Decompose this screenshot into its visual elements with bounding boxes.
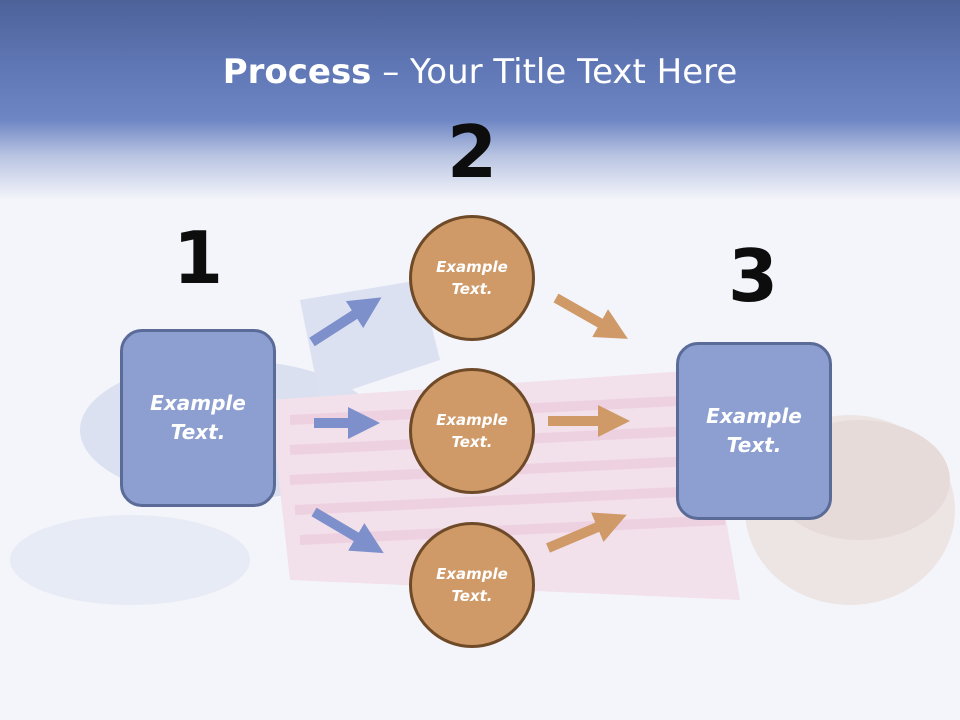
step-number-1: 1 xyxy=(172,216,224,300)
title-rest: – Your Title Text Here xyxy=(371,52,738,92)
step-number-2: 2 xyxy=(446,110,498,194)
circle-middle-text: Example Text. xyxy=(436,410,508,452)
arrow-2a-to-3 xyxy=(553,293,628,339)
page-title: Process – Your Title Text Here xyxy=(0,52,960,92)
circle-bottom-text: Example Text. xyxy=(436,564,508,606)
title-strong: Process xyxy=(222,52,372,92)
step-2-circle-top: Example Text. xyxy=(409,215,535,341)
title-band xyxy=(0,0,960,200)
step-2-circle-middle: Example Text. xyxy=(409,368,535,494)
step-number-3: 3 xyxy=(727,234,779,318)
arrow-1-to-2a xyxy=(309,297,382,347)
step-3-text: Example Text. xyxy=(706,404,802,457)
circle-top-text: Example Text. xyxy=(436,257,508,299)
step-3-box: Example Text. xyxy=(676,342,832,520)
arrow-2c-to-3 xyxy=(546,512,627,553)
arrow-1-to-2c xyxy=(311,507,384,554)
step-2-circle-bottom: Example Text. xyxy=(409,522,535,648)
step-1-box: Example Text. xyxy=(120,329,276,507)
step-1-text: Example Text. xyxy=(150,391,246,444)
